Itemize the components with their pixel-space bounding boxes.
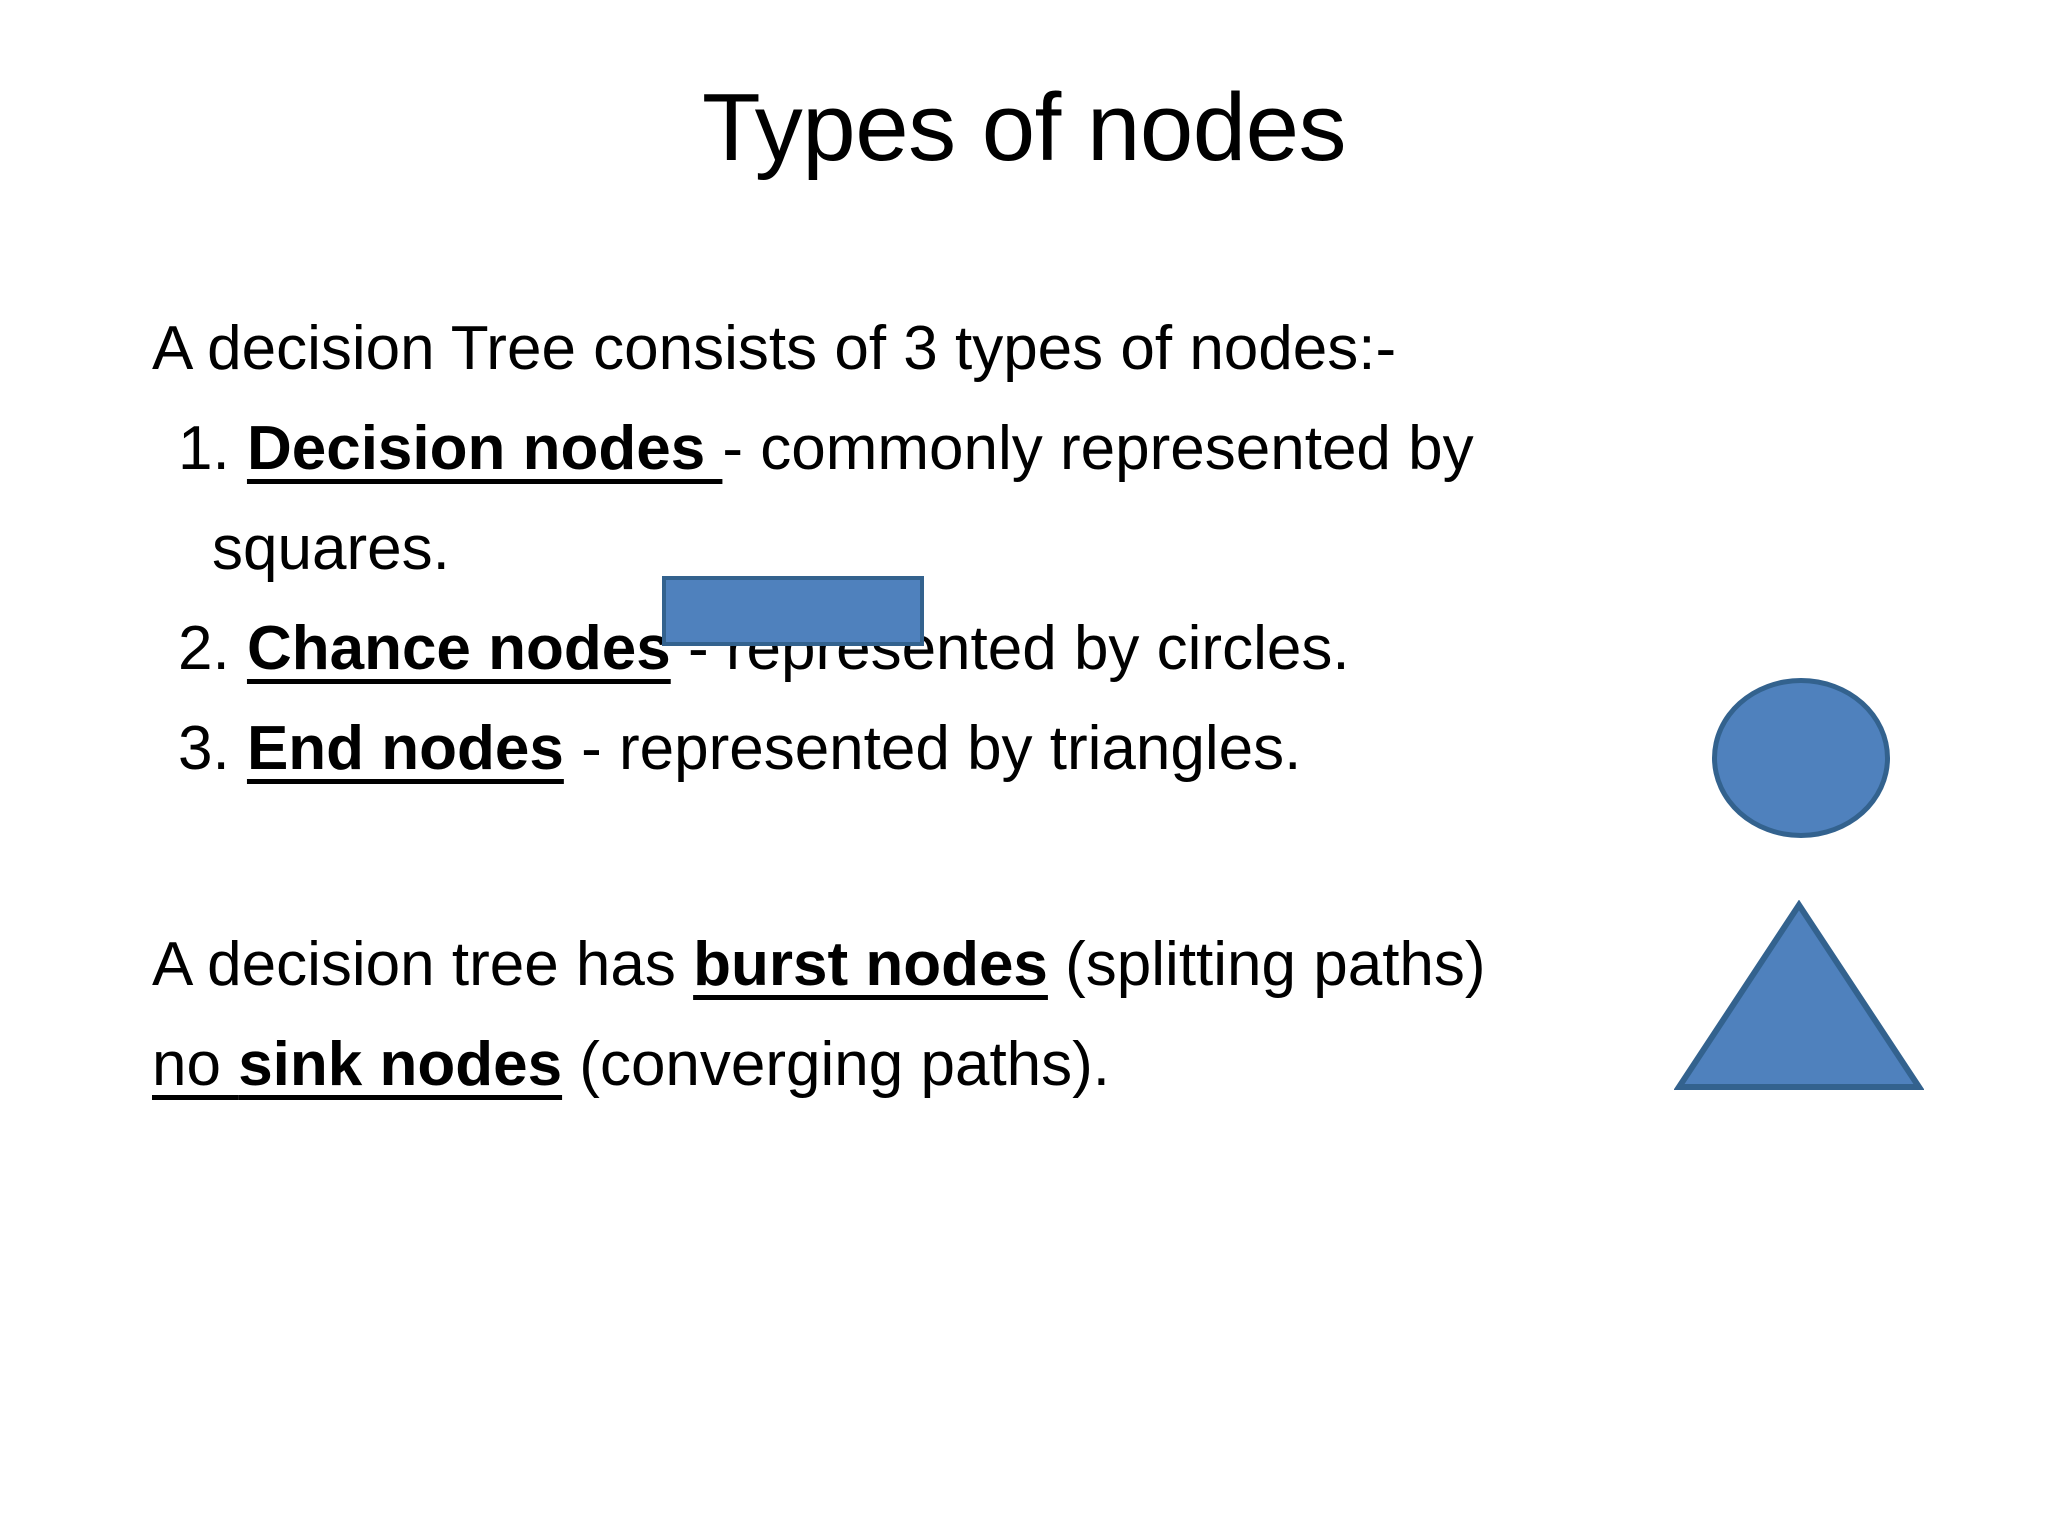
intro-line: A decision Tree consists of 3 types of n… — [152, 318, 1912, 418]
end-node-triangle-icon — [1673, 899, 1925, 1092]
page-title: Types of nodes — [701, 74, 1347, 181]
closing-line-1-term: burst nodes — [693, 930, 1048, 999]
list-item-3: 3. End nodes - represented by triangles. — [178, 718, 1912, 818]
list-item-1-continuation-text: squares. — [212, 514, 450, 583]
list-item-1-rest: - commonly represented by — [722, 414, 1474, 483]
list-item-3-term: End nodes — [246, 714, 564, 783]
list-item-2-term: Chance nodes — [246, 614, 671, 683]
chance-node-circle-icon — [1712, 678, 1890, 838]
closing-line-1: A decision tree has burst nodes (splitti… — [152, 934, 1912, 1034]
closing-line-2-suffix: (converging paths). — [562, 1030, 1111, 1099]
closing-line-2: no sink nodes (converging paths). — [152, 1034, 1912, 1134]
closing-line-1-suffix: (splitting paths) — [1047, 930, 1486, 999]
list-item-2: 2. Chance nodes - represented by circles… — [178, 618, 1912, 718]
closing-line-1-prefix: A decision tree has — [152, 930, 694, 999]
body-spacer — [152, 818, 1912, 934]
list-item-1-number: 1. — [178, 414, 230, 483]
closing-line-2-term: sink nodes — [238, 1030, 563, 1099]
slide-body: A decision Tree consists of 3 types of n… — [152, 318, 1912, 1134]
list-item-1-term: Decision nodes — [246, 414, 723, 483]
decision-node-square-icon — [662, 576, 924, 646]
list-item-2-number: 2. — [178, 614, 230, 683]
list-item-1: 1. Decision nodes - commonly represented… — [178, 418, 1912, 518]
list-item-1-continuation: squares. — [212, 518, 1912, 618]
list-item-3-rest: - represented by triangles. — [563, 714, 1302, 783]
list-item-3-number: 3. — [178, 714, 230, 783]
intro-text: A decision Tree consists of 3 types of n… — [152, 314, 1397, 383]
closing-line-2-prefix: no — [152, 1030, 239, 1099]
